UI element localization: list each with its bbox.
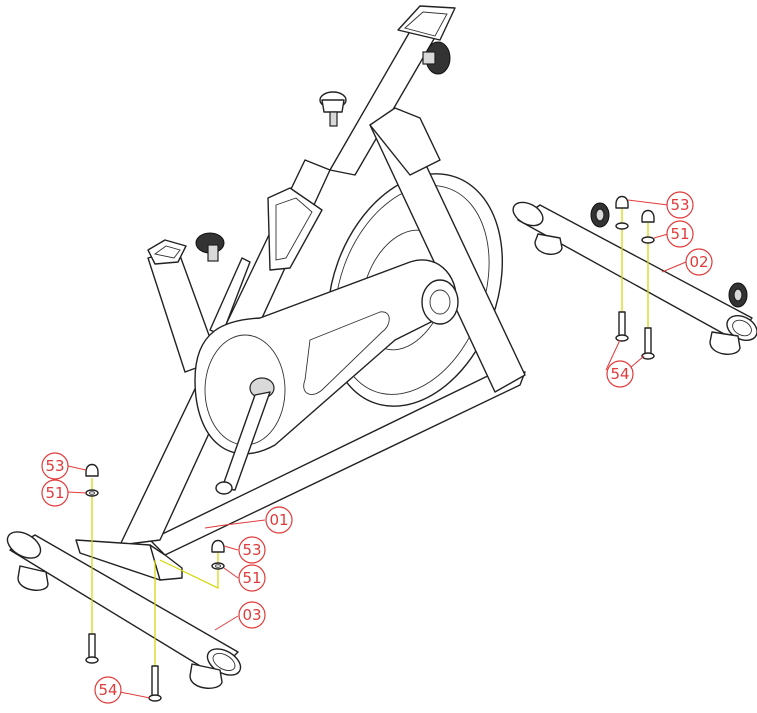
callout-03: 03 bbox=[238, 601, 266, 629]
rear-fasteners bbox=[615, 195, 655, 360]
column-collar bbox=[369, 107, 441, 176]
rear-bolt-left bbox=[615, 311, 629, 342]
callout-54-rear-label: 54 bbox=[610, 365, 629, 383]
callout-53-plate-label: 53 bbox=[242, 541, 261, 559]
front-right-foot bbox=[189, 663, 223, 689]
callout-54-front-label: 54 bbox=[98, 681, 117, 699]
callout-54-rear: 54 bbox=[606, 360, 634, 388]
callout-02-label: 02 bbox=[689, 253, 708, 271]
callout-53-front: 53 bbox=[41, 452, 69, 480]
rear-cap-nut-right bbox=[641, 209, 655, 223]
plate-washer bbox=[211, 562, 225, 570]
callout-51-plate: 51 bbox=[238, 564, 266, 592]
bike-main-frame bbox=[75, 5, 526, 581]
front-fasteners bbox=[85, 463, 225, 702]
callout-53-rear: 53 bbox=[666, 191, 694, 219]
flywheel-hub bbox=[421, 279, 459, 325]
plate-cap-nut bbox=[211, 539, 225, 553]
leader-lines bbox=[67, 199, 687, 699]
rear-stabilizer bbox=[512, 201, 757, 355]
callout-51-rear-label: 51 bbox=[670, 225, 689, 243]
rear-right-foot bbox=[709, 331, 741, 355]
rear-wheel-left bbox=[590, 202, 610, 228]
front-post-top bbox=[147, 239, 187, 265]
front-left-foot bbox=[17, 565, 49, 591]
callout-03-label: 03 bbox=[242, 606, 261, 624]
rear-cap-nut-left bbox=[615, 195, 629, 209]
callout-01-label: 01 bbox=[269, 511, 288, 529]
callout-51-front: 51 bbox=[41, 479, 69, 507]
seat-post-top bbox=[397, 5, 456, 41]
callout-53-rear-label: 53 bbox=[670, 196, 689, 214]
callout-01: 01 bbox=[265, 506, 293, 534]
tension-knob bbox=[195, 232, 225, 262]
callout-02: 02 bbox=[685, 248, 713, 276]
callout-54-front: 54 bbox=[94, 676, 122, 704]
crank-arm bbox=[221, 391, 271, 491]
callout-51-front-label: 51 bbox=[45, 484, 64, 502]
rear-bolt-right bbox=[641, 327, 655, 360]
front-bolt-left bbox=[85, 633, 99, 664]
callout-53-front-label: 53 bbox=[45, 457, 64, 475]
rear-washer-left bbox=[615, 222, 629, 230]
callout-51-plate-label: 51 bbox=[242, 569, 261, 587]
callout-53-plate: 53 bbox=[238, 536, 266, 564]
seat-adjust-knob bbox=[422, 41, 451, 75]
rear-washer-right bbox=[641, 236, 655, 244]
front-washer bbox=[85, 489, 99, 497]
rear-left-foot bbox=[534, 233, 563, 255]
front-stabilizer bbox=[6, 531, 242, 689]
rear-wheel-right bbox=[728, 282, 748, 308]
handlebar-knob bbox=[319, 91, 347, 127]
front-cap-nut bbox=[85, 463, 99, 477]
callout-51-rear: 51 bbox=[666, 220, 694, 248]
front-bolt-right bbox=[148, 665, 162, 702]
